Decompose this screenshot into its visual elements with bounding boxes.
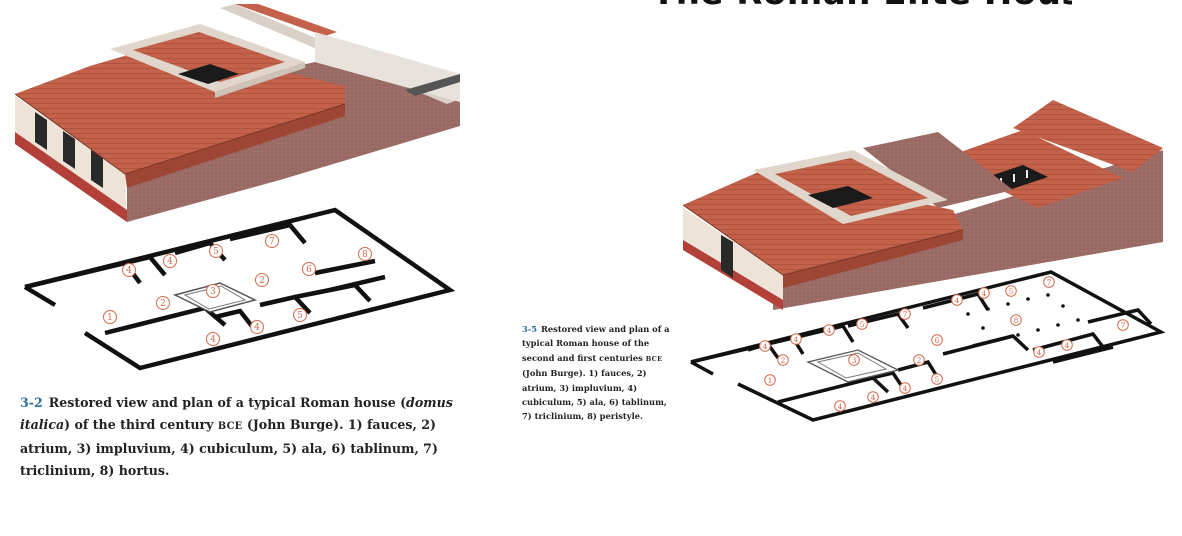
- svg-text:4: 4: [126, 266, 132, 276]
- svg-text:7: 7: [1047, 278, 1052, 287]
- left-house-plan: 1 2 2 3 4 4 4 4 5 5 6 7 8: [23, 207, 455, 371]
- plan-label: 5: [1005, 285, 1017, 297]
- plan-label: 7: [1043, 276, 1055, 288]
- plan-label: 2: [913, 354, 925, 366]
- svg-text:3: 3: [852, 356, 857, 365]
- svg-text:4: 4: [167, 257, 173, 267]
- svg-text:4: 4: [210, 335, 216, 345]
- plan-label: 2: [777, 354, 789, 366]
- plan-label: 7: [899, 308, 911, 320]
- plan-label: 2: [156, 296, 170, 310]
- plan-label: 4: [1061, 339, 1073, 351]
- svg-text:4: 4: [794, 335, 799, 344]
- svg-text:7: 7: [269, 237, 275, 247]
- left-figure-number: 3-2: [20, 395, 43, 410]
- caption-text: Restored view and plan of a typical Roma…: [522, 324, 670, 363]
- plan-label: 8: [1010, 314, 1022, 326]
- page-title: The Roman Elite House: [652, 0, 1072, 8]
- plan-label: 1: [764, 374, 776, 386]
- right-figure-number: 3-5: [522, 324, 537, 334]
- svg-text:5: 5: [297, 311, 303, 321]
- caption-text: (John Burge). 1) fauces, 2) atrium, 3) i…: [20, 417, 438, 478]
- plan-label: 5: [931, 373, 943, 385]
- plan-label: 5: [856, 318, 868, 330]
- svg-text:4: 4: [1037, 348, 1042, 357]
- caption-era: BCE: [217, 421, 243, 432]
- svg-text:1: 1: [107, 313, 113, 323]
- plan-label: 4: [122, 263, 136, 277]
- svg-text:5: 5: [935, 375, 940, 384]
- svg-text:4: 4: [903, 384, 908, 393]
- plan-label: 8: [358, 247, 372, 261]
- svg-text:4: 4: [838, 402, 843, 411]
- svg-text:4: 4: [827, 326, 832, 335]
- plan-label: 4: [790, 333, 802, 345]
- caption-text: ) of the third century: [64, 417, 218, 432]
- caption-era: BCE: [645, 354, 663, 363]
- svg-text:2: 2: [160, 299, 166, 309]
- svg-text:4: 4: [871, 393, 876, 402]
- svg-text:4: 4: [955, 296, 960, 305]
- plan-label: 5: [209, 244, 223, 258]
- svg-text:5: 5: [213, 247, 219, 257]
- right-house-plan: 1 2 2 3 4 4 4 4 4 4 4 4 4 4 5 5 5 6 7 7 …: [690, 270, 1165, 422]
- svg-text:3: 3: [210, 287, 216, 297]
- plan-label: 4: [163, 254, 177, 268]
- plan-label: 5: [293, 308, 307, 322]
- svg-text:4: 4: [982, 289, 987, 298]
- plan-label: 4: [823, 324, 835, 336]
- plan-label: 7: [265, 234, 279, 248]
- svg-text:7: 7: [1121, 321, 1126, 330]
- plan-label: 6: [931, 334, 943, 346]
- svg-text:2: 2: [917, 356, 922, 365]
- svg-text:2: 2: [781, 356, 786, 365]
- left-figure-caption: 3-2 Restored view and plan of a typical R…: [20, 392, 470, 482]
- plan-label: 4: [899, 382, 911, 394]
- plan-label: 4: [834, 400, 846, 412]
- svg-text:5: 5: [1009, 287, 1014, 296]
- plan-label: 2: [255, 273, 269, 287]
- svg-text:5: 5: [860, 320, 865, 329]
- plan-label: 4: [1033, 346, 1045, 358]
- svg-text:1: 1: [768, 376, 773, 385]
- svg-text:8: 8: [362, 250, 368, 260]
- plan-label: 6: [302, 262, 316, 276]
- svg-text:6: 6: [306, 265, 312, 275]
- svg-text:6: 6: [935, 336, 940, 345]
- svg-text:4: 4: [254, 323, 260, 333]
- left-house-rendering: [15, 4, 460, 222]
- plan-label: 4: [978, 287, 990, 299]
- right-house-rendering: [683, 100, 1163, 310]
- plan-label: 4: [867, 391, 879, 403]
- plan-label: 4: [759, 340, 771, 352]
- caption-text: Restored view and plan of a typical Roma…: [48, 395, 407, 410]
- plan-label: 3: [206, 284, 220, 298]
- svg-text:4: 4: [763, 342, 768, 351]
- svg-text:4: 4: [1065, 341, 1070, 350]
- caption-italic: domus italica: [20, 395, 453, 432]
- plan-label: 7: [1117, 319, 1129, 331]
- svg-text:2: 2: [259, 276, 265, 286]
- plan-label: 4: [206, 332, 220, 346]
- plan-label: 3: [848, 354, 860, 366]
- caption-text: (John Burge). 1) fauces, 2) atrium, 3) i…: [522, 368, 667, 422]
- svg-text:7: 7: [903, 310, 908, 319]
- plan-label: 4: [250, 320, 264, 334]
- svg-text:8: 8: [1014, 316, 1019, 325]
- plan-label: 1: [103, 310, 117, 324]
- plan-label: 4: [951, 294, 963, 306]
